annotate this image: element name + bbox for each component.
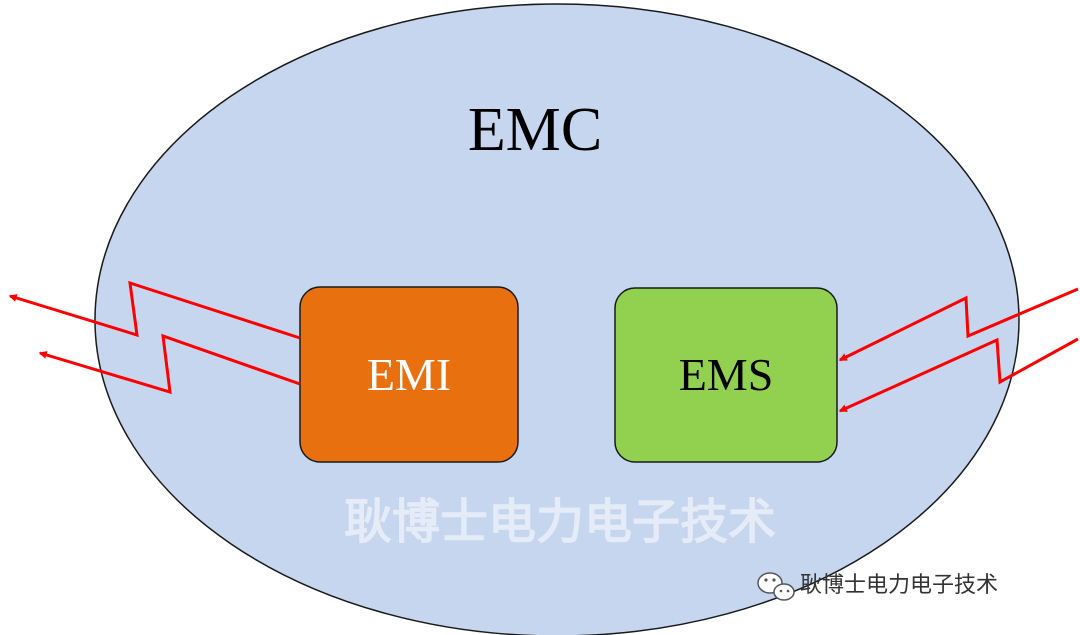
- ems-interference-arrow-upper: [838, 287, 1079, 362]
- emc-ellipse: [94, 3, 1020, 635]
- emi-label: EMI: [367, 349, 451, 400]
- emi-box: [299, 286, 519, 463]
- ems-interference-arrow-lower: [838, 337, 1079, 413]
- emi-emission-arrow-lower: [38, 333, 301, 395]
- credit-text: 耿博士电力电子技术: [800, 573, 998, 598]
- watermark-text: 耿博士电力电子技术: [344, 494, 776, 550]
- emc-label: EMC: [468, 96, 602, 164]
- wechat-icon: [757, 572, 795, 601]
- ems-label: EMS: [679, 349, 774, 400]
- emi-emission-arrow-upper: [8, 280, 301, 340]
- ems-box: [614, 287, 838, 463]
